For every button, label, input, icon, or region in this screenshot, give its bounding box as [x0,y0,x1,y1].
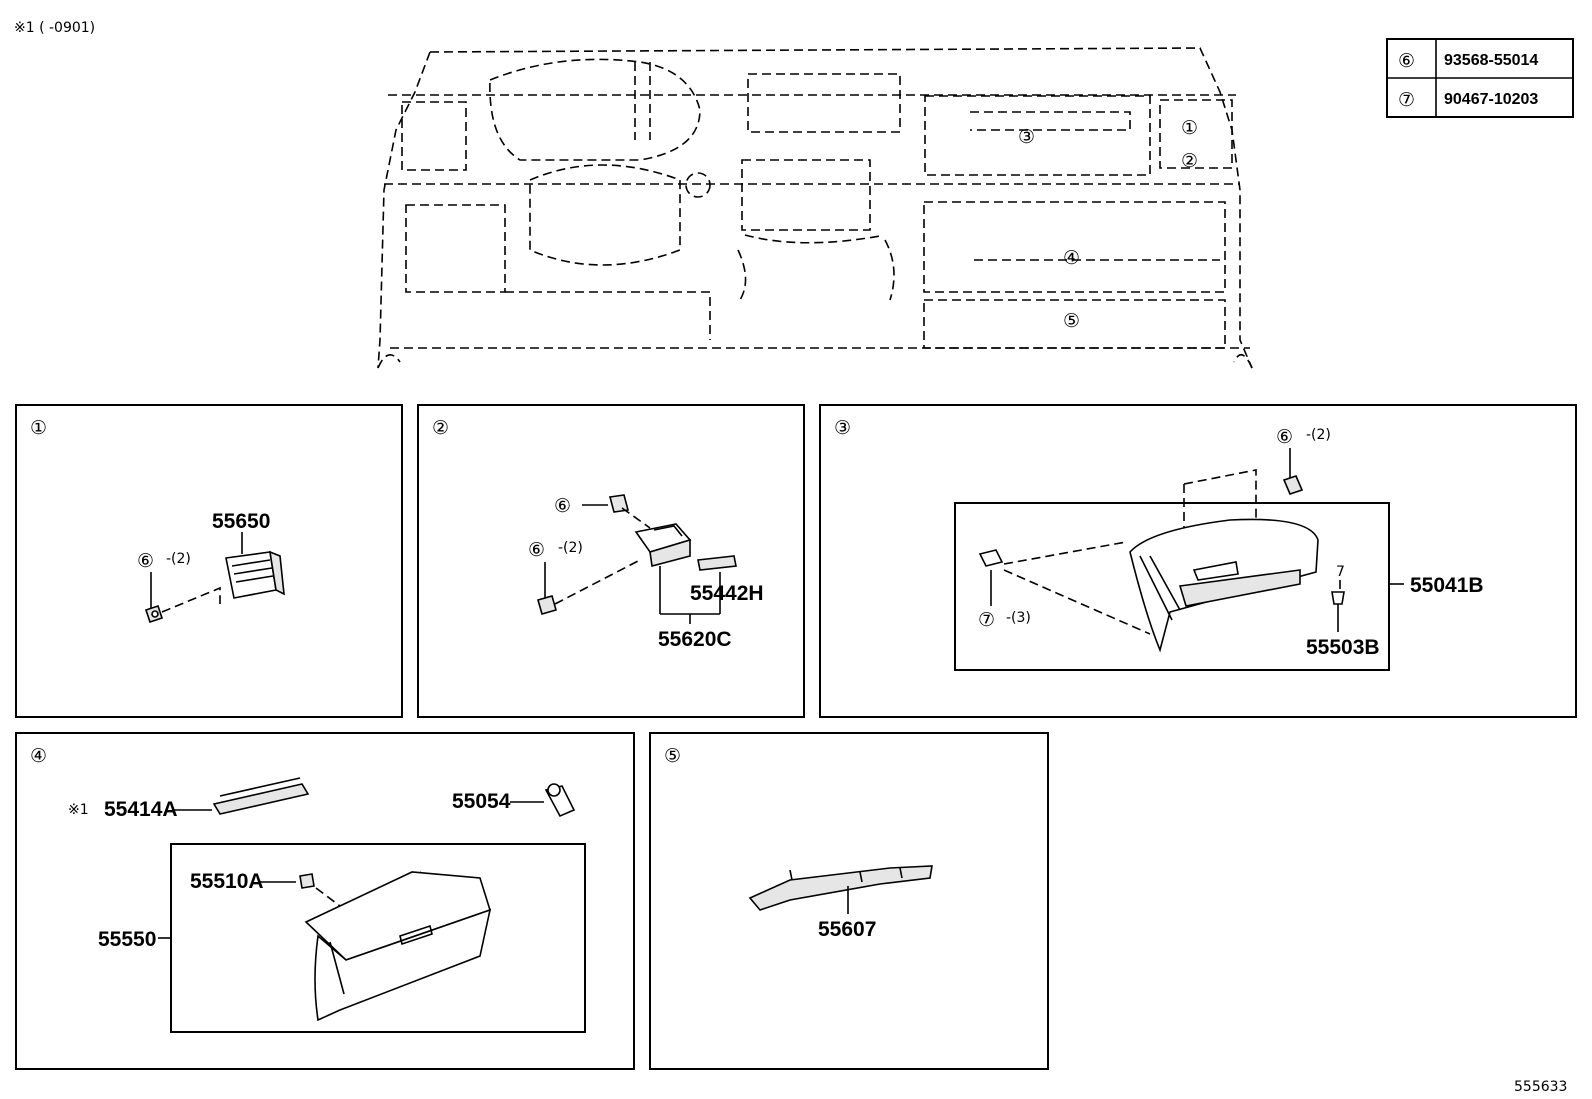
panel-2: ② ⑥ ⑥ -(2) 55442H 55620C [417,404,805,718]
panel-1: ① 55650 ⑥ -(2) [15,404,403,718]
label-55041B: 55041B [1410,574,1484,597]
screw-6-a-icon [608,494,630,513]
legend-ref-6: ⑥ [1398,50,1415,72]
stopper-55414A-icon [212,777,310,815]
panel-3-ref: ③ [834,417,851,439]
glovebox-55550-icon [304,871,492,1022]
overview-callout-4: ④ [1063,247,1080,269]
cover-55442H-icon [697,555,737,571]
legend-part-6: 93568-55014 [1444,52,1538,69]
label-55414A: 55414A [104,798,178,821]
overview-callout-5: ⑤ [1063,310,1080,332]
label-qty-6: -(2) [1306,427,1331,443]
label-55607: 55607 [818,918,876,941]
panel-2-ref: ② [432,417,449,439]
legend-part-7: 90467-10203 [1444,91,1538,108]
screw-6-b-icon [537,595,557,615]
panel-1-ref: ① [30,417,47,439]
label-qty: -(2) [558,540,583,556]
overview-callout-1: ① [1181,117,1198,139]
label-ref-6: ⑥ [137,550,154,572]
overview-callout-3: ③ [1018,126,1035,148]
label-55620C: 55620C [658,628,732,651]
lock-55054-icon [544,783,576,818]
label-55442H: 55442H [690,582,764,605]
panel-4: ④ ※1 55414A 55054 55510A 55550 [15,732,635,1070]
header-note: ※1 ( -0901) [14,20,95,36]
screw-6-icon [144,604,164,624]
label-55054: 55054 [452,790,511,813]
label-55550: 55550 [98,928,156,951]
label-note-1: ※1 [68,802,89,818]
clip-7-icon [978,549,1004,567]
label-qty: -(2) [166,551,191,567]
vent-55650-icon [225,550,285,599]
label-ref-6-b: ⑥ [528,539,545,561]
switch-55620C-icon [634,523,692,568]
panel-5: ⑤ 55607 [649,732,1049,1070]
panel-5-ref: ⑤ [664,745,681,767]
overview-callouts: ① ② ③ ④ ⑤ [1018,117,1198,332]
legend-ref-7: ⑦ [1398,89,1415,111]
label-55650: 55650 [212,510,270,533]
clip-55503B-icon [1331,591,1345,605]
panel-4-ref: ④ [30,745,47,767]
clip-55510A-icon [299,873,315,889]
screw-6-icon [1282,475,1304,495]
label-small-7: 7 [1336,564,1345,580]
label-55510A: 55510A [190,870,264,893]
label-ref-6-a: ⑥ [554,495,571,517]
label-55503B: 55503B [1306,636,1380,659]
panel-3: ③ ⑥ -(2) ⑦ -(3) 7 55503B 55041B [819,404,1577,718]
overview-callout-2: ② [1181,150,1198,172]
label-qty-7: -(3) [1006,610,1031,626]
panel-55041B-icon [1129,518,1319,653]
bracket-55607-icon [748,865,933,911]
label-ref-6: ⑥ [1276,426,1293,448]
legend-table: ⑥ 93568-55014 ⑦ 90467-10203 [1386,38,1574,118]
label-ref-7: ⑦ [978,609,995,631]
diagram-id: 555633 [1514,1079,1567,1095]
dashboard-overview [377,47,1253,369]
